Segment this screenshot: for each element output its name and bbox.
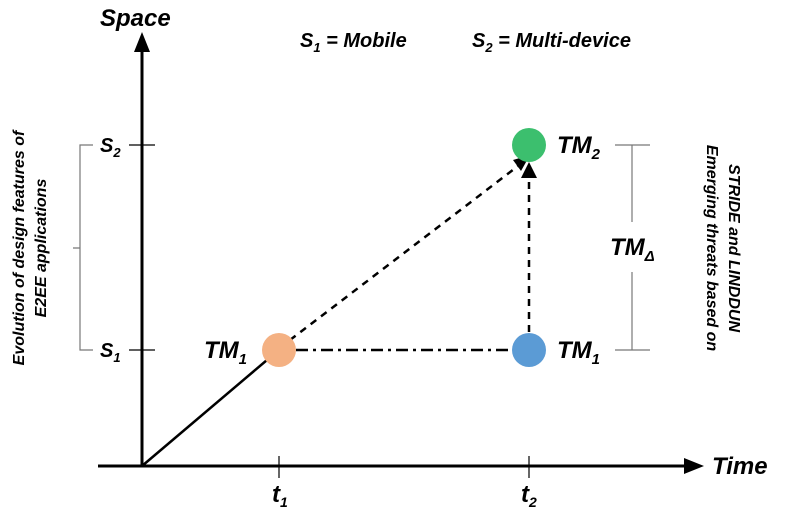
legend-s1: S1 = Mobile <box>300 30 407 55</box>
tm1-end-label: TM1 <box>557 337 600 368</box>
left-annotation-line2: E2EE applications <box>33 179 50 318</box>
y-tick-label-s2: S2 <box>100 135 121 160</box>
tm2-node <box>512 128 546 162</box>
x-axis <box>98 458 704 474</box>
y-tick-s1: S1 <box>100 340 155 365</box>
x-axis-label: Time <box>712 453 768 480</box>
left-annotation-line1: Evolution of design features of <box>11 129 28 365</box>
right-annotation-line2: STRIDE and LINDDUN <box>725 164 742 332</box>
x-tick-t2: t2 <box>521 456 537 510</box>
delta-bracket <box>615 144 650 351</box>
left-annotation: Evolution of design features of E2EE app… <box>11 129 50 365</box>
legend-s2: S2 = Multi-device <box>472 30 631 55</box>
tm1-start-node <box>262 333 296 367</box>
origin-to-tm1-line <box>141 359 268 467</box>
x-tick-label-t2: t2 <box>521 481 537 510</box>
y-axis <box>134 32 150 466</box>
tm-delta-label: TMΔ <box>610 234 655 265</box>
y-axis-label: Space <box>100 5 171 32</box>
left-bracket <box>73 144 93 351</box>
tm1-end-node <box>512 333 546 367</box>
y-tick-label-s1: S1 <box>100 340 121 365</box>
y-tick-s2: S2 <box>100 135 155 160</box>
tm1-to-tm2-dashed-arrow <box>289 162 523 341</box>
vertical-arrowhead <box>521 162 537 178</box>
x-tick-label-t1: t1 <box>272 481 288 510</box>
right-annotation-line1: Emerging threats based on <box>703 145 720 351</box>
tm2-label: TM2 <box>557 132 601 163</box>
x-tick-t1: t1 <box>272 456 288 510</box>
tm1-start-label: TM1 <box>204 337 247 368</box>
right-annotation: Emerging threats based on STRIDE and LIN… <box>703 145 742 351</box>
